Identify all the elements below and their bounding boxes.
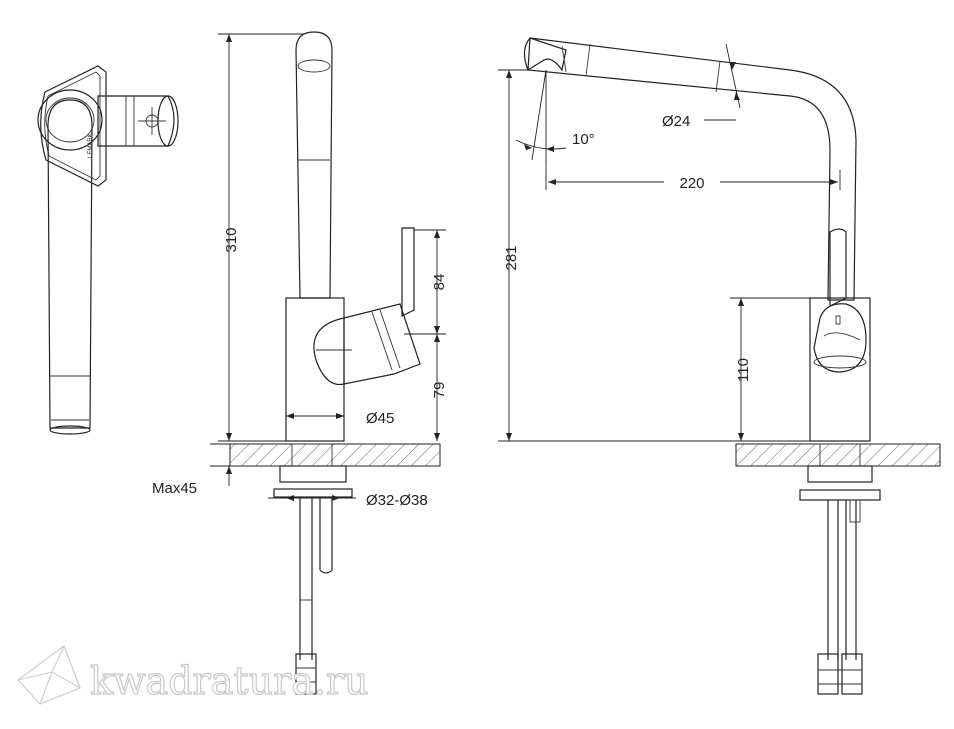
dim-max-thickness: Max45: [152, 480, 197, 497]
dim-body-diameter: Ø45: [366, 410, 394, 427]
front-view-dimensions: 310 84 79 Ø45 Max45 Ø32-Ø38: [152, 33, 448, 509]
dim-spout-angle: 10°: [572, 131, 595, 148]
side-view-dimensions: Ø24 10° 220 281 110: [498, 43, 841, 442]
dim-spout-diameter: Ø24: [662, 113, 690, 130]
dim-spout-height: 281: [503, 245, 520, 270]
side-view: [523, 37, 941, 695]
front-view: [229, 31, 441, 695]
svg-text:LEMARK: LEMARK: [88, 133, 94, 158]
top-view: LEMARK: [37, 65, 179, 435]
dim-height-total: 310: [223, 227, 240, 252]
dim-spout-reach: 220: [679, 175, 704, 192]
watermark-logo-icon: [17, 644, 81, 705]
dim-body-height: 79: [431, 382, 448, 399]
watermark: kwadratura.ru: [17, 644, 369, 705]
watermark-text: kwadratura.ru: [90, 659, 369, 703]
dim-base-height: 110: [735, 358, 752, 382]
dim-lever-height: 84: [431, 274, 448, 291]
dim-hole-diameter: Ø32-Ø38: [366, 492, 428, 509]
